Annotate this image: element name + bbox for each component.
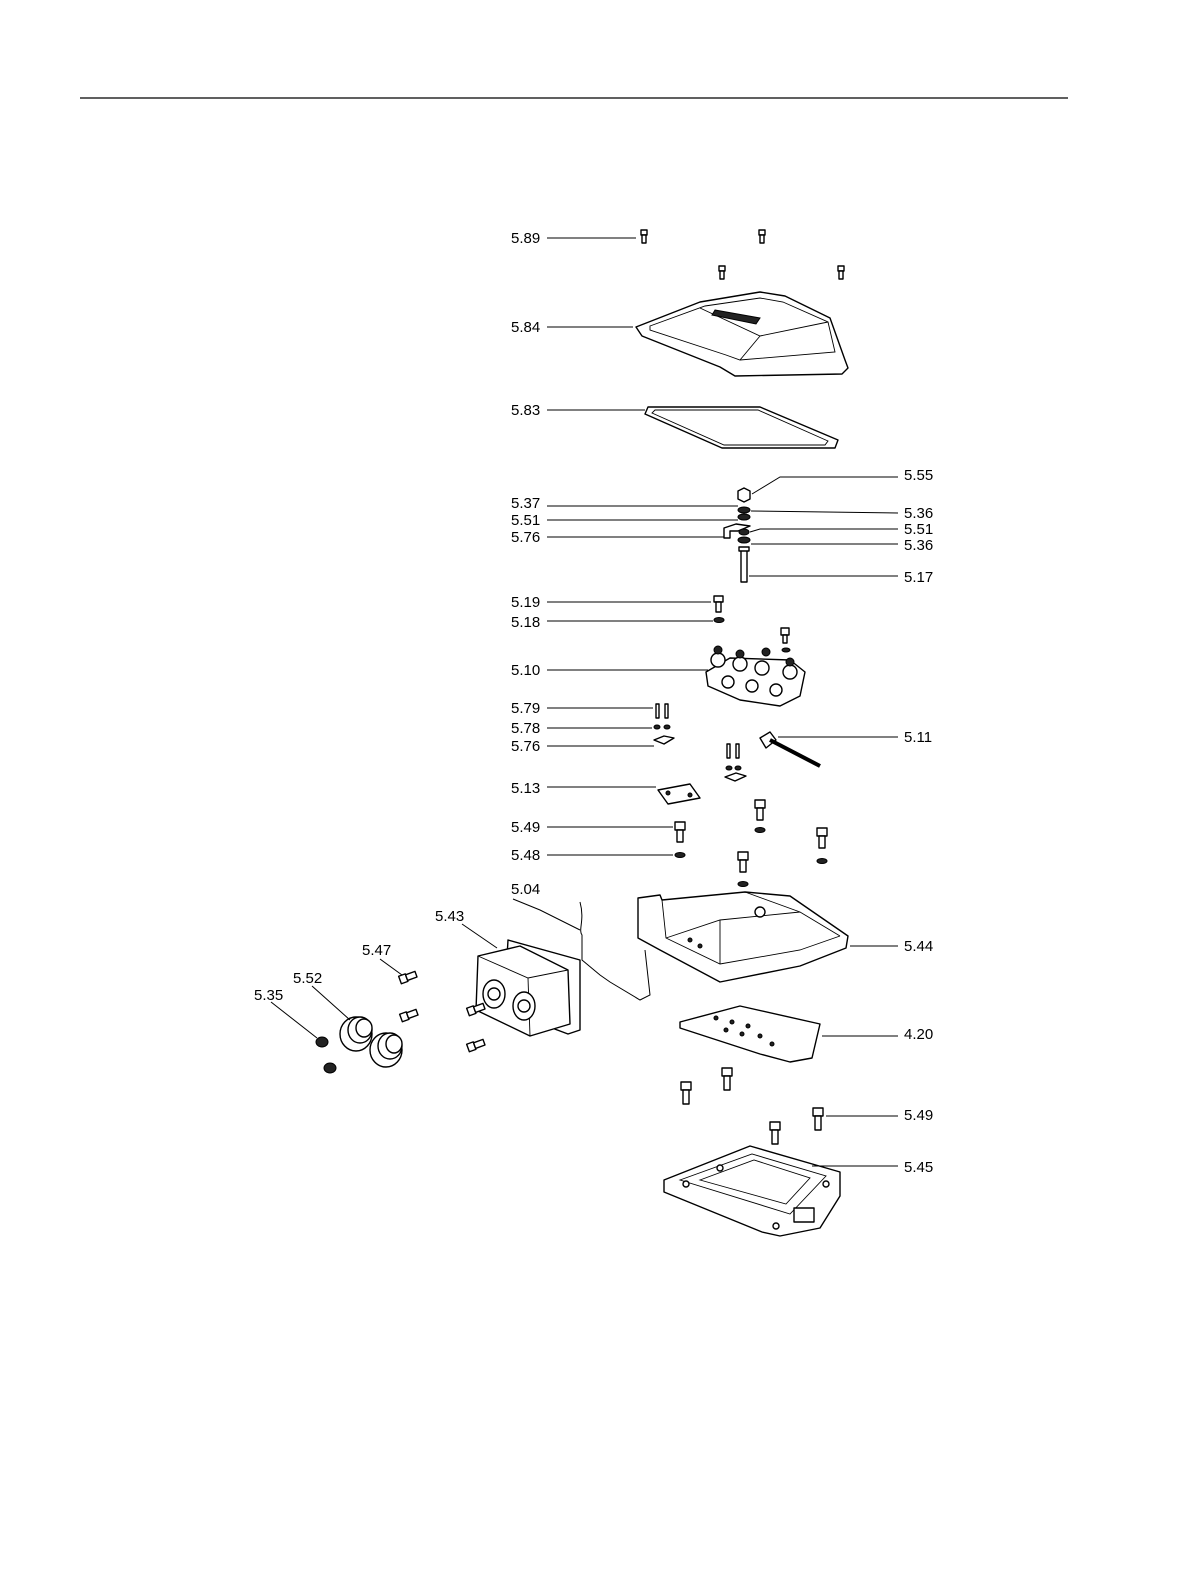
cover-screws	[641, 230, 844, 279]
label-5-49-b: 5.49	[904, 1107, 933, 1124]
cable-entry-adapter	[476, 940, 580, 1036]
terminal-block	[706, 628, 805, 706]
label-5-17: 5.17	[904, 569, 933, 586]
label-5-43: 5.43	[435, 908, 464, 925]
terminal-screw-and-washer	[714, 596, 724, 623]
base-bolts	[681, 1068, 823, 1144]
clip-screws-washers	[654, 704, 746, 781]
circuit-board	[680, 1006, 820, 1062]
cover-gasket	[645, 407, 838, 448]
label-5-83: 5.83	[511, 402, 540, 419]
label-5-51-b: 5.51	[904, 521, 933, 538]
label-5-36-a: 5.36	[904, 505, 933, 522]
label-5-89: 5.89	[511, 230, 540, 247]
label-5-84: 5.84	[511, 319, 540, 336]
label-5-36-b: 5.36	[904, 537, 933, 554]
label-5-04: 5.04	[511, 881, 540, 898]
label-5-19: 5.19	[511, 594, 540, 611]
terminal-housing	[638, 892, 848, 982]
label-5-49-a: 5.49	[511, 819, 540, 836]
label-5-18: 5.18	[511, 614, 540, 631]
label-4-20: 4.20	[904, 1026, 933, 1043]
housing-bolts	[675, 800, 827, 887]
label-5-52: 5.52	[293, 970, 322, 987]
label-5-13: 5.13	[511, 780, 540, 797]
terminal-hardware-stack	[724, 488, 750, 582]
cable-glands	[340, 1017, 402, 1067]
label-5-55: 5.55	[904, 467, 933, 484]
terminal-box-cover	[636, 292, 848, 376]
label-5-47: 5.47	[362, 942, 391, 959]
label-5-45: 5.45	[904, 1159, 933, 1176]
terminal-box-base	[664, 1146, 840, 1236]
label-5-10: 5.10	[511, 662, 540, 679]
label-5-78: 5.78	[511, 720, 540, 737]
label-5-79: 5.79	[511, 700, 540, 717]
blanking-plugs	[316, 1037, 336, 1073]
label-5-51-a: 5.51	[511, 512, 540, 529]
label-5-37: 5.37	[511, 495, 540, 512]
label-5-76-a: 5.76	[511, 529, 540, 546]
label-5-44: 5.44	[904, 938, 933, 955]
label-5-48: 5.48	[511, 847, 540, 864]
label-5-76-b: 5.76	[511, 738, 540, 755]
label-5-35: 5.35	[254, 987, 283, 1004]
adapter-screws	[399, 970, 486, 1051]
mounting-plate	[658, 784, 700, 804]
label-5-11: 5.11	[904, 729, 932, 746]
